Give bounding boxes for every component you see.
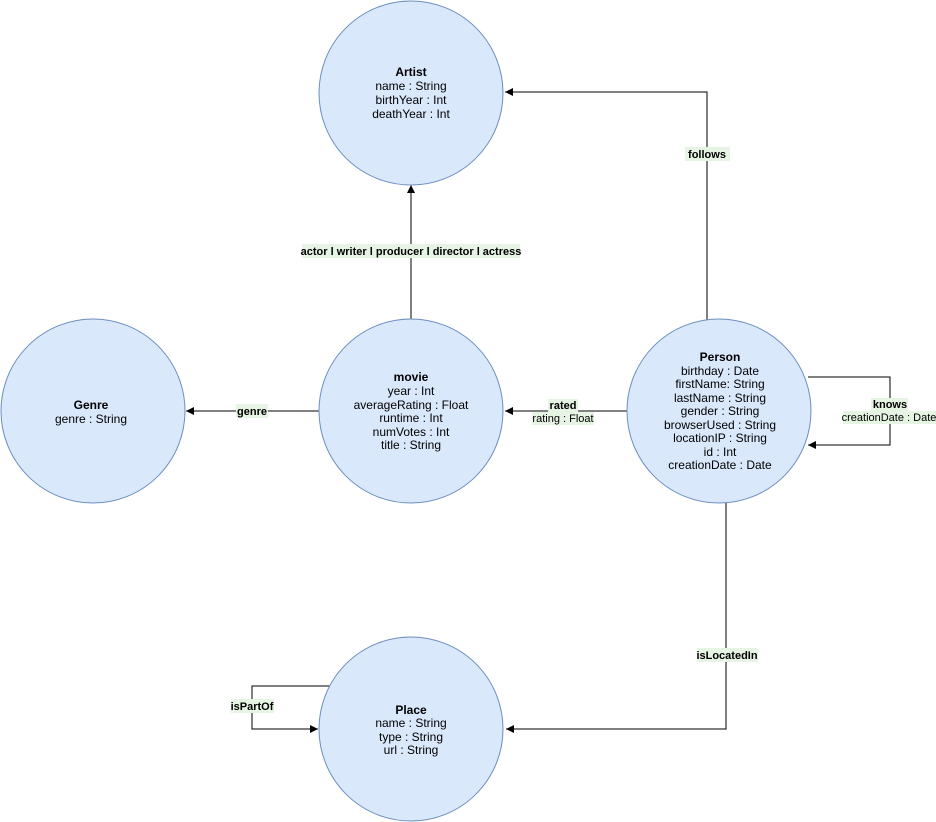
edge-follows[interactable]: follows	[505, 88, 730, 322]
node-artist-title: Artist	[395, 65, 426, 79]
node-artist-attr: deathYear : Int	[372, 107, 450, 121]
edge-knows[interactable]: knows creationDate : Date	[808, 376, 936, 449]
node-person-attr: creationDate : Date	[668, 458, 772, 472]
edge-is-located-in[interactable]: isLocatedIn	[506, 503, 758, 733]
edge-follows-label: follows	[688, 149, 726, 161]
node-movie-attr: title : String	[381, 438, 441, 452]
edge-genre-label-bg	[236, 404, 268, 418]
edge-genre-label: genre	[237, 406, 267, 418]
node-person[interactable]: Person birthday : Date firstName: String…	[626, 318, 812, 504]
edge-rated-label-bg	[548, 399, 578, 412]
node-person-attr: firstName: String	[675, 377, 764, 391]
edge-is-part-of-label: isPartOf	[231, 701, 274, 713]
edge-knows-label-bg	[871, 398, 908, 411]
node-artist[interactable]: Artist name : String birthYear : Int dea…	[318, 0, 504, 186]
node-movie-attr: runtime : Int	[379, 411, 443, 425]
edge-roles[interactable]: actor l writer l producer l director l a…	[301, 185, 522, 320]
node-person-attr: browserUsed : String	[664, 418, 776, 432]
node-place-title: Place	[395, 703, 427, 717]
node-movie[interactable]: movie year : Int averageRating : Float r…	[318, 318, 504, 504]
node-genre[interactable]: Genre genre : String	[0, 318, 186, 504]
node-genre-title: Genre	[74, 398, 109, 412]
edge-follows-label-bg	[685, 147, 730, 161]
edge-knows-property-bg	[843, 411, 936, 424]
node-place-attr: type : String	[379, 730, 443, 744]
node-person-attr: birthday : Date	[681, 364, 759, 378]
node-movie-attr: year : Int	[388, 384, 435, 398]
edge-is-part-of[interactable]: isPartOf	[231, 685, 330, 733]
edge-roles-label: actor l writer l producer l director l a…	[301, 246, 522, 258]
node-movie-attr: averageRating : Float	[354, 398, 469, 412]
edge-is-located-in-label-bg	[697, 648, 758, 662]
node-genre-attr: genre : String	[55, 412, 127, 426]
node-person-attr: locationIP : String	[673, 431, 767, 445]
edge-roles-label-bg	[302, 244, 520, 258]
edge-is-located-in-label: isLocatedIn	[696, 650, 757, 662]
edge-knows-label: knows	[873, 399, 907, 411]
edge-rated-label: rated	[550, 400, 577, 412]
node-person-attr: gender : String	[681, 404, 760, 418]
node-place-attr: url : String	[384, 743, 439, 757]
node-person-title: Person	[700, 350, 741, 364]
edge-is-part-of-label-bg	[231, 699, 274, 713]
node-person-attr: id : Int	[704, 445, 737, 459]
node-person-attr: lastName : String	[674, 391, 766, 405]
edge-rated-property-bg	[532, 412, 594, 425]
edge-genre[interactable]: genre	[186, 404, 320, 418]
edge-knows-property: creationDate : Date	[842, 412, 936, 424]
node-movie-attr: numVotes : Int	[373, 425, 450, 439]
node-movie-title: movie	[394, 370, 429, 384]
node-place[interactable]: Place name : String type : String url : …	[318, 636, 504, 822]
edge-rated-property: rating : Float	[532, 413, 593, 425]
node-artist-attr: name : String	[375, 79, 446, 93]
node-artist-attr: birthYear : Int	[376, 93, 448, 107]
node-place-attr: name : String	[375, 716, 446, 730]
edge-rated[interactable]: rated rating : Float	[505, 399, 630, 425]
